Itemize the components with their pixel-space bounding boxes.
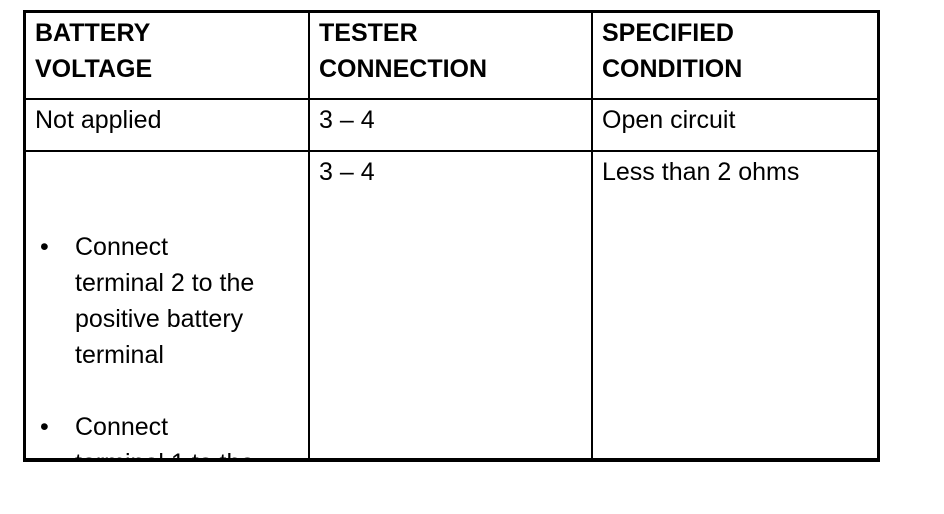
header-cell-tester-connection: TESTER CONNECTION [310, 13, 593, 100]
cell-row2-tester-connection: 3 – 4 [310, 152, 593, 458]
cell-row2-battery-voltage: • Connect terminal 2 to the positive bat… [26, 152, 310, 458]
bullet-icon: • [40, 233, 49, 261]
cell-row1-specified-condition: Open circuit [593, 100, 877, 152]
bullet-icon: • [40, 413, 49, 441]
cell-row1-tester-connection: 3 – 4 [310, 100, 593, 152]
header-cell-battery-voltage: BATTERY VOLTAGE [26, 13, 310, 100]
cell-row2-specified-condition: Less than 2 ohms [602, 158, 800, 186]
cell-row1-battery-voltage: Not applied [26, 100, 310, 152]
battery-connection-steps-list: • Connect terminal 2 to the positive bat… [35, 193, 302, 458]
list-item-text: Connect terminal 2 to the positive batte… [75, 233, 255, 369]
list-item-text: Connect terminal 1 to the negative batte… [75, 413, 254, 458]
battery-voltage-spec-table: BATTERY VOLTAGE TESTER CONNECTION SPECIF… [23, 10, 880, 462]
list-item: • Connect terminal 2 to the positive bat… [35, 229, 302, 373]
list-item: • Connect terminal 1 to the negative bat… [35, 409, 302, 458]
header-cell-specified-condition: SPECIFIED CONDITION [593, 13, 877, 100]
